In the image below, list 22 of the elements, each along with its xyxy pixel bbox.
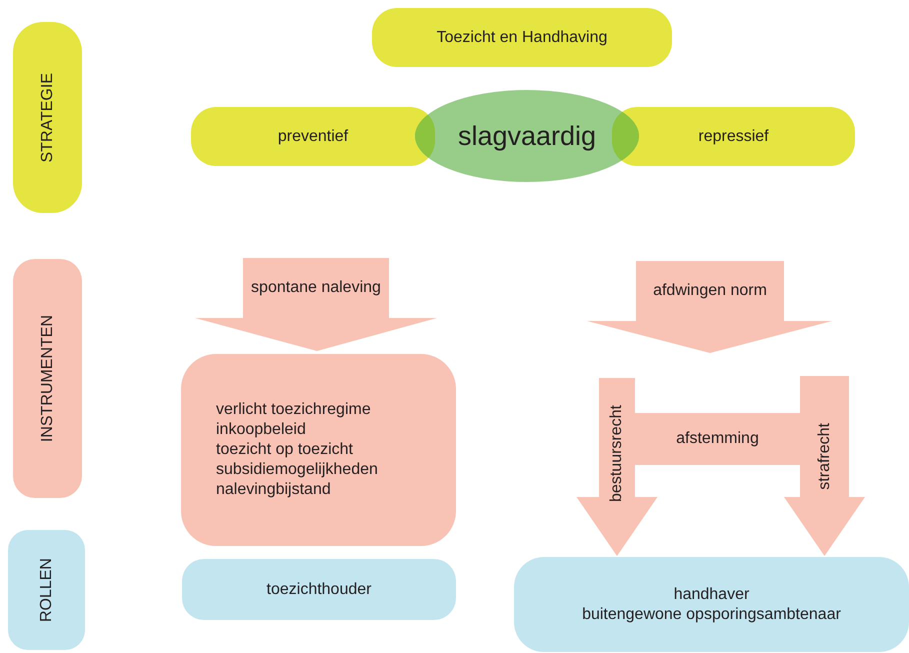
node-text: verlicht toezichregime <box>216 400 371 420</box>
node-text: INSTRUMENTEN <box>38 314 56 442</box>
node-text: handhaver <box>674 584 750 604</box>
edge-label: bestuursrecht <box>607 404 626 502</box>
node-text: afdwingen norm <box>653 281 767 301</box>
node-text: ROLLEN <box>36 558 56 622</box>
node-text: inkoopbeleid <box>216 420 306 440</box>
node-text: afstemming <box>676 429 759 449</box>
node-text: Toezicht en Handhaving <box>436 28 608 48</box>
node-text: toezicht op toezicht <box>216 440 353 460</box>
node-text: toezichthouder <box>266 580 372 600</box>
node-text: preventief <box>278 126 348 146</box>
node-text: spontane naleving <box>251 278 381 298</box>
node-text: buitengewone opsporingsambtenaar <box>582 604 841 624</box>
node-text: STRATEGIE <box>38 72 56 162</box>
node-text: repressief <box>698 126 769 146</box>
node-text: nalevingbijstand <box>216 480 331 500</box>
node-text: subsidiemogelijkheden <box>216 460 378 480</box>
block-arrow <box>576 378 658 556</box>
node-text: slagvaardig <box>458 120 596 152</box>
block-arrow <box>784 376 865 556</box>
edge-label: strafrecht <box>814 422 834 490</box>
